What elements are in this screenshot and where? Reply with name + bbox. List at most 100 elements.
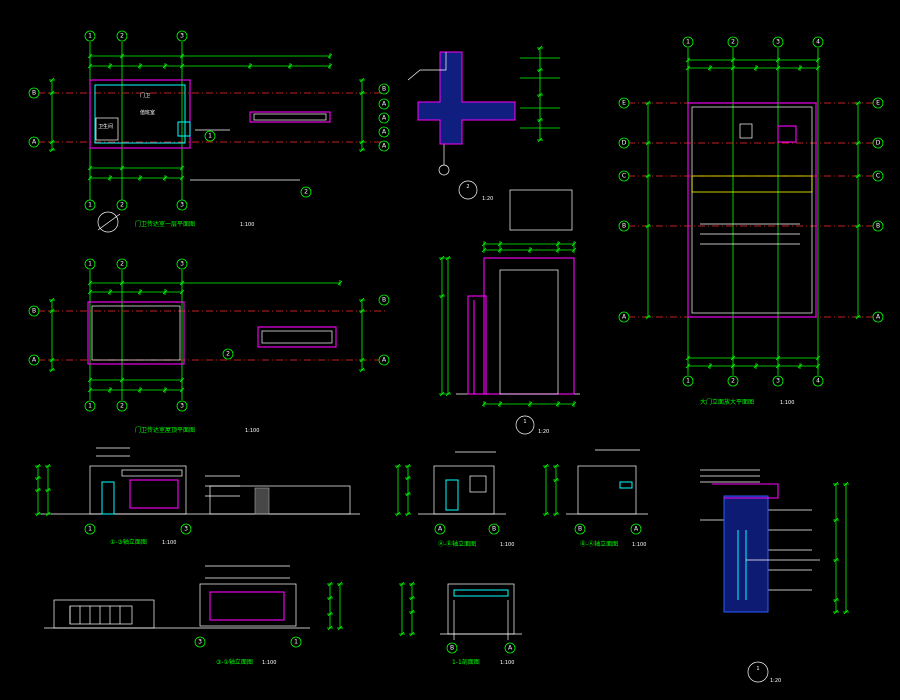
detail1-dim-right-slash-4 (537, 137, 543, 143)
plan3-dim-bottom-2-slash-6 (815, 363, 821, 369)
plan3-dim-bottom-2-slash-2 (730, 363, 736, 369)
plan2-dim-bottom-1-slash-1 (119, 377, 125, 383)
plan1-outer-wall (89, 79, 191, 149)
plan3-top-bubble-4: 4 (812, 36, 824, 48)
plan3-dim-top-2-slash-0 (685, 65, 691, 71)
elev4-gate-wall (53, 599, 155, 629)
plan1-right-bubble-A-label: A (382, 143, 387, 150)
plan3-top-bubble-1: 1 (682, 36, 694, 48)
plan1-title: 门卫传达室一层平面图 (135, 220, 195, 228)
plan1-bottom-bubble-3: 3 (176, 199, 188, 211)
plan3-bottom-bubble-1-label: 1 (686, 378, 690, 385)
elev1-gate-pier (254, 487, 270, 515)
plan1-dim-bottom-2-slash-0 (87, 175, 93, 181)
plan2-gate-wall (257, 326, 337, 348)
plan1-top-bubble-2: 2 (116, 30, 128, 42)
plan3-top-bubble-1-label: 1 (686, 39, 690, 46)
plan2-right-bubble-A-circle (378, 354, 390, 366)
plan3-left-bubble-letB-circle (618, 220, 630, 232)
plan1-dim-top-2-slash-4 (179, 63, 185, 69)
plan3-right-bubble-letD: D (872, 137, 884, 149)
plan1-dim-top-1-slash-1 (119, 53, 125, 59)
gate-dim-top-slash-0 (481, 241, 487, 247)
plan3-right-bubble-letB: B (872, 220, 884, 232)
plan2-top-bubble-3-circle (176, 258, 188, 270)
plan3-dim-bottom-2-slash-3 (753, 363, 759, 369)
plan1-door (177, 121, 191, 137)
plan3-right-bubble-letA-label: A (876, 314, 881, 321)
gate-dim-top-2-slash-0 (481, 247, 487, 253)
detail1-dim-right-slash-3 (537, 117, 543, 123)
plan3-left-bubble-letE: E (618, 97, 630, 109)
plan2-dim-top-1-slash-1 (119, 280, 125, 286)
plan2-left-bubble-B-circle (28, 305, 40, 317)
plan2-bottom-bubble-3-circle (176, 400, 188, 412)
plan3-fixture (777, 125, 797, 143)
elev1-dim-left-slash-3 (35, 511, 41, 517)
detail1-mark (515, 415, 535, 435)
elev4-bubble-1-label: 1 (294, 639, 298, 646)
elev4-scale: 1:100 (262, 660, 276, 666)
elev3-window (619, 481, 633, 489)
plan2-left-bubble-A: A (28, 354, 40, 366)
plan3-dim-top-2-slash-4 (775, 65, 781, 71)
plan1-dim-bottom-2-slash-4 (179, 175, 185, 181)
elev3-title: Ⓑ-Ⓐ轴立面图 (580, 540, 618, 548)
plan3-right-bubble-letD-label: D (876, 140, 881, 147)
wall-detail-parapet (712, 483, 779, 499)
elev3-dim-left-slash-1 (553, 477, 559, 483)
plan2-roof-outline (87, 301, 185, 365)
plan1-dim-bottom-2-slash-2 (137, 175, 143, 181)
elev4-dim-right-2-slash-0 (337, 581, 343, 587)
plan3-right-bubble-letC-circle (872, 170, 884, 182)
plan2-dim-bottom-1-slash-0 (87, 377, 93, 383)
elev2-body (433, 465, 495, 515)
plan3-left-bubble-letA-circle (618, 311, 630, 323)
gate-dim-bottom-slash-4 (571, 401, 577, 407)
gate-dim-top-slash-2 (555, 241, 561, 247)
plan2-right-bubble-B: B (378, 294, 390, 306)
elev2-dim-left-slash-0 (405, 463, 411, 469)
plan3-dim-bottom-2-slash-1 (707, 363, 713, 369)
gate-dim-top-2-slash-4 (571, 247, 577, 253)
plan3-left-bubble-letA-label: A (622, 314, 627, 321)
plan2-dim-left-slash-3 (49, 367, 55, 373)
elev2-scale: 1:100 (500, 542, 514, 548)
plan3-left-bubble-letD-label: D (622, 140, 627, 147)
plan3-scale: 1:100 (780, 400, 794, 406)
plan1-right-bubble-A-circle (378, 140, 390, 152)
elev1-dim-left-2-slash-1 (45, 487, 51, 493)
section-1-1: 1-1剖面图 1:100 (447, 583, 514, 666)
plan2-bottom-bubble-1-label: 1 (88, 403, 92, 410)
plan3-bottom-bubble-4: 4 (812, 375, 824, 387)
gate-dim-top-slash-1 (497, 241, 503, 247)
plan3-bottom-bubble-3: 3 (772, 375, 784, 387)
plan2-top-bubble-3-label: 3 (180, 261, 184, 268)
detail2-mark-num: 2 (466, 184, 469, 190)
detail2-mark (458, 180, 478, 200)
plan2-right-bubble-A: A (378, 354, 390, 366)
elev1-dim-left-slash-1 (35, 475, 41, 481)
detail1-dim-right-slash-2 (537, 92, 543, 98)
plan1-inner-wall (94, 84, 186, 144)
plan2-left-bubble-A-circle (28, 354, 40, 366)
plan3-dim-bottom-1-slash-0 (685, 355, 691, 361)
plan2-gate-inner (261, 330, 333, 344)
plan2-bottom-bubble-3-label: 3 (180, 403, 184, 410)
section-dim-left-slash-0 (409, 581, 415, 587)
plan1-dim-left-slash-1 (49, 90, 55, 96)
section-title: 1-1剖面图 (452, 658, 480, 666)
plan1-dim-right-slash-0 (359, 77, 365, 83)
plan1-dim-top-2-slash-7 (327, 63, 333, 69)
plan1-left-bubble-B-label: B (32, 90, 36, 97)
plan3-dim-right-slash-0 (855, 100, 861, 106)
detail2-mark-scale: 1:20 (482, 196, 493, 202)
plan1-dim-bottom-2-slash-1 (107, 175, 113, 181)
section-bubble-B-circle (446, 642, 458, 654)
elev4-bubble-3: 3 (194, 636, 206, 648)
plan2-left-bubble-B-label: B (32, 308, 36, 315)
elev2-dim-left-slash-1 (405, 475, 411, 481)
roof-plan: 门卫传达室屋顶平面图 1:100 (87, 301, 337, 434)
plan3-dim-left-slash-0 (645, 100, 651, 106)
elev3-bubble-B-circle (574, 523, 586, 535)
